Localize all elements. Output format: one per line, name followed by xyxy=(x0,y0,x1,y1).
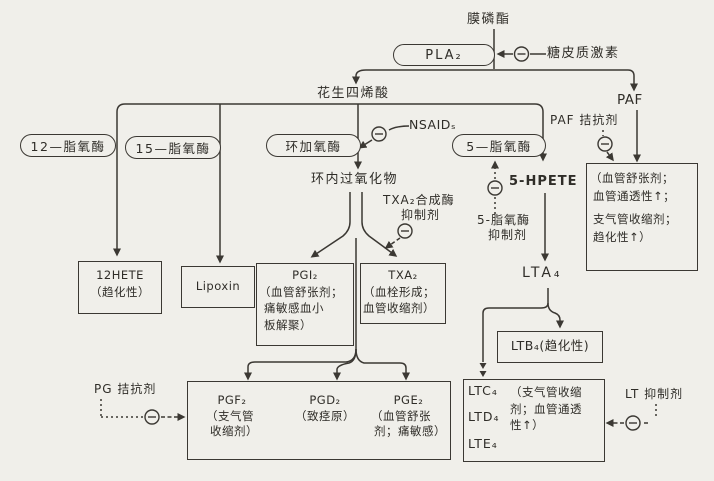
lte4-name: LTE₄ xyxy=(468,436,498,451)
nsaid-inhibition-icon xyxy=(371,126,387,142)
pge2-effect-line2: 剂；痛敏感） xyxy=(374,424,446,438)
nsaids-label: NSAIDₛ xyxy=(409,117,457,132)
paf-label: PAF xyxy=(617,92,643,108)
txa2-synthase-inhibitor-arrow xyxy=(384,237,401,249)
endo-right-branch xyxy=(361,192,398,257)
lta4-to-ltb4 xyxy=(547,288,564,329)
lipoxygenase-15-label: 15—脂氧酶 xyxy=(135,141,211,156)
pg-antagonist-inhibition-icon xyxy=(144,409,160,425)
pla2-label: PLA₂ xyxy=(425,47,463,63)
lipoxin-box: Lipoxin xyxy=(181,266,255,308)
txa2-box: TXA₂ （血栓形成； 血管收缩剂） xyxy=(360,263,446,324)
lta4-to-cyslt xyxy=(482,302,549,362)
glucocorticoid-inhibition-icon xyxy=(513,46,530,62)
pg-antagonist-label: PG 拮抗剂 xyxy=(94,382,157,396)
paf-antagonist-inhibition-icon xyxy=(597,136,613,152)
lox5-inhibitor-line2: 抑制剂 xyxy=(488,228,528,242)
txa2-effect-line1: （血栓形成； xyxy=(363,284,435,299)
pgf2-effect-line2: 收缩剂） xyxy=(210,424,258,438)
pgi2-effect-line3: 板解聚） xyxy=(264,317,312,332)
lipoxygenase-5-oval: 5—脂氧酶 xyxy=(452,134,546,157)
split-pgd2 xyxy=(333,348,357,381)
lipoxygenase-12-label: 12—脂氧酶 xyxy=(30,139,106,154)
hete12-effect: （趋化性） xyxy=(90,284,150,299)
pg-effects-box: PGF₂ （支气管 收缩剂） PGD₂ （致痉原） PGE₂ （血管舒张 剂；痛… xyxy=(187,381,451,460)
split-pge2 xyxy=(355,348,410,381)
pge2-effect-line1: （血管舒张 xyxy=(371,408,431,423)
cyslt-effect-line1: （支气管收缩 xyxy=(510,385,582,399)
pgf2-column: PGF₂ （支气管 收缩剂） xyxy=(206,393,258,440)
paf-effect-line2: 血管通透性↑； xyxy=(593,188,676,203)
cyclooxygenase-oval: 环加氧酶 xyxy=(266,134,361,157)
ltb4-box: LTB₄(趋化性) xyxy=(497,331,603,363)
paf-antagonist-arrow xyxy=(605,151,614,162)
hete12-box: 12HETE （趋化性） xyxy=(78,261,162,314)
hete12-name: 12HETE xyxy=(96,268,144,282)
txa2-synthase-inhibition-icon xyxy=(397,223,413,239)
split-pgf2 xyxy=(244,348,357,381)
cyslt-effect-line3: 性↑） xyxy=(510,418,545,432)
nsaid-arrow xyxy=(358,139,373,149)
pgi2-effect-line2: 痛敏感血小 xyxy=(264,301,324,315)
cyslt-effects: （支气管收缩 剂；血管通透 性↑） xyxy=(510,384,582,434)
arachidonic-acid-label: 花生四烯酸 xyxy=(317,86,390,101)
nsaid-line xyxy=(388,125,410,131)
pgf2-effect-line1: （支气管 xyxy=(206,408,254,423)
pgi2-name: PGI₂ xyxy=(292,268,318,282)
cyslt-effect-line2: 剂；血管通透 xyxy=(510,401,582,416)
lipoxygenase-15-oval: 15—脂氧酶 xyxy=(125,136,221,159)
ltd4-name: LTD₄ xyxy=(468,409,500,424)
drop-5lox xyxy=(534,103,547,162)
txa2-synthase-inhibitor-label: TXA₂合成酶 抑制剂 xyxy=(383,193,455,223)
pge2-name: PGE₂ xyxy=(393,393,424,407)
lipoxygenase-12-oval: 12—脂氧酶 xyxy=(20,134,116,157)
lt-inhibitor-label: LT 抑制剂 xyxy=(625,387,684,401)
endoperoxide-label: 环内过氧化物 xyxy=(311,172,399,187)
hpete5-label: 5-HPETE xyxy=(509,174,578,189)
pla2-enzyme-oval: PLA₂ xyxy=(393,44,495,66)
lox5-inhibitor-label: 5-脂氧酶 抑制剂 xyxy=(477,213,530,243)
cyslt-double-arrowhead xyxy=(479,363,487,377)
ltb4-name: LTB₄(趋化性) xyxy=(510,338,590,353)
paf-effect-line3: 支气管收缩剂； xyxy=(593,212,677,226)
lox5-inhibition-icon xyxy=(487,180,503,196)
endo-left-branch xyxy=(310,192,351,258)
txa2-synthase-inhibitor-line1: TXA₂合成酶 xyxy=(383,193,455,207)
pgi2-effect-line1: （血管舒张剂； xyxy=(259,284,343,299)
membrane-phospholipid-label: 膜磷酯 xyxy=(467,12,511,27)
flow-to-arachidonic-acid xyxy=(352,69,367,85)
paf-antagonist-label: PAF 拮抗剂 xyxy=(550,113,619,127)
lox5-inhibitor-line1: 5-脂氧酶 xyxy=(477,213,530,227)
paf-effect-line4: 趋化性↑） xyxy=(593,229,652,244)
paf-effect-line1: （血管舒张剂； xyxy=(590,171,674,185)
pgf2-name: PGF₂ xyxy=(217,393,247,407)
pge2-column: PGE₂ （血管舒张 剂；痛敏感） xyxy=(371,393,446,440)
pgd2-name: PGD₂ xyxy=(309,393,341,407)
lipoxin-name: Lipoxin xyxy=(195,279,241,293)
txa2-synthase-inhibitor-line2: 抑制剂 xyxy=(401,208,441,222)
cyclooxygenase-label: 环加氧酶 xyxy=(285,139,342,154)
pgd2-column: PGD₂ （致痉原） xyxy=(295,393,355,424)
ltc4-name: LTC₄ xyxy=(468,383,498,398)
lipoxygenase-5-label: 5—脂氧酶 xyxy=(466,139,532,154)
pgi2-box: PGI₂ （血管舒张剂； 痛敏感血小 板解聚） xyxy=(256,263,354,346)
glucocorticoid-label: 糖皮质激素 xyxy=(547,46,620,61)
lt-inhibitor-inhibition-icon xyxy=(625,415,641,431)
cyslt-box: LTC₄ LTD₄ LTE₄ （支气管收缩 剂；血管通透 性↑） xyxy=(463,379,605,462)
txa2-name: TXA₂ xyxy=(388,268,418,282)
drop-12lox xyxy=(113,103,126,257)
pgd2-effect-line1: （致痉原） xyxy=(295,408,355,423)
paf-effects-box: （血管舒张剂； 血管通透性↑； 支气管收缩剂； 趋化性↑） xyxy=(586,163,698,271)
lta4-label: LTA₄ xyxy=(522,265,563,281)
flow-to-paf xyxy=(366,69,638,92)
txa2-effect-line2: 血管收缩剂） xyxy=(363,301,435,315)
